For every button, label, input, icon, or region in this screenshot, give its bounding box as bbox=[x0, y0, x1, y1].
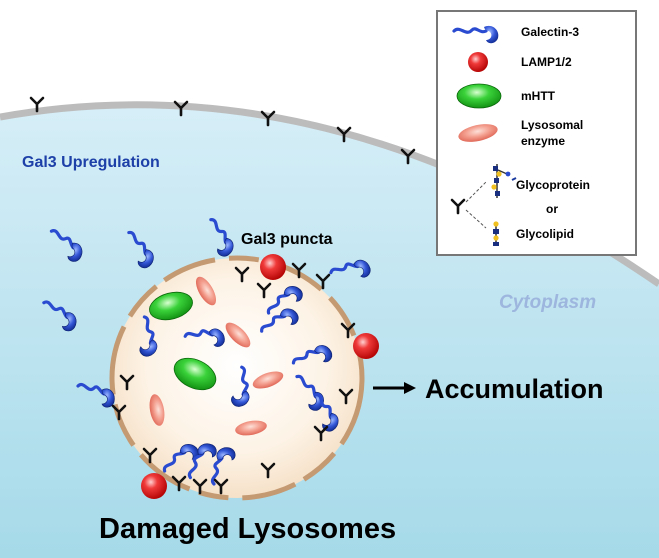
lamp-icon bbox=[260, 254, 286, 280]
legend-glycoprotein-label: Glycoprotein bbox=[516, 178, 590, 192]
legend-connector bbox=[465, 181, 487, 229]
puncta-label: Gal3 puncta bbox=[241, 231, 333, 248]
lysosome-membrane bbox=[109, 255, 365, 501]
mhtt-icon bbox=[173, 357, 217, 391]
damaged-lysosomes-label: Damaged Lysosomes bbox=[99, 513, 396, 545]
legend: Galectin-3 LAMP1/2 mHTT Lysosomal enzyme… bbox=[436, 10, 637, 256]
legend-mhtt-label: mHTT bbox=[521, 89, 556, 103]
legend-glycoprotein-icon bbox=[491, 164, 517, 198]
legend-enzyme-icon bbox=[458, 124, 498, 142]
legend-mhtt-icon bbox=[456, 83, 502, 109]
enzyme-icon bbox=[225, 322, 251, 348]
lamp-icon bbox=[353, 333, 379, 359]
legend-glycolipid-label: Glycolipid bbox=[516, 227, 574, 241]
upregulation-label: Gal3 Upregulation bbox=[22, 154, 160, 171]
legend-or-label: or bbox=[546, 202, 558, 216]
lamp-icon bbox=[141, 473, 167, 499]
legend-galectin3-label: Galectin-3 bbox=[521, 25, 579, 39]
accumulation-label: Accumulation bbox=[425, 374, 604, 404]
enzyme-icon bbox=[252, 371, 284, 389]
accumulation-arrow-head bbox=[404, 382, 416, 394]
enzyme-icon bbox=[195, 276, 217, 306]
cytoplasm-label: Cytoplasm bbox=[499, 292, 596, 313]
legend-enzyme-label-1: Lysosomal bbox=[521, 118, 583, 132]
legend-galectin3-icon bbox=[452, 25, 499, 44]
legend-enzyme-label-2: enzyme bbox=[521, 134, 565, 148]
legend-glycolipid-icon bbox=[493, 221, 499, 246]
legend-lamp-icon bbox=[468, 52, 488, 72]
enzyme-icon bbox=[235, 420, 267, 436]
mhtt-icon bbox=[149, 291, 193, 321]
legend-lamp-label: LAMP1/2 bbox=[521, 55, 572, 69]
enzyme-icon bbox=[149, 394, 165, 426]
